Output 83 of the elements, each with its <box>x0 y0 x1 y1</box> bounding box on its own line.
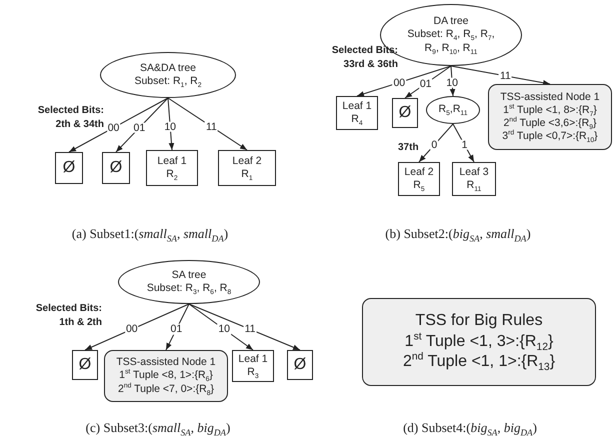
empty-set-box <box>392 98 418 128</box>
tss-node-box <box>488 84 612 150</box>
node-title: SA&DA tree <box>140 62 196 75</box>
node-title: TSS for Big Rules <box>415 310 543 331</box>
node-text: Subset: R$_{4}$, R$_{5}$, R$_{7}$, R$_{9}$, R$_{10}$, R$_{11}$ <box>406 28 496 55</box>
edge-label: 11 <box>204 121 218 132</box>
node-text: 1$^{st}$ Tuple <8, 1>:{R$_{6}$} <box>119 369 213 383</box>
node-text: Ø <box>398 103 412 123</box>
node-text: 2$^{nd}$ Tuple <3,6>:{R$_{9}$} <box>503 117 597 130</box>
node-text: Subset: R$_{1}$, R$_{2}$ <box>134 75 202 88</box>
arrow <box>188 304 300 350</box>
edge-label: 11 <box>244 324 256 335</box>
node-text: Ø <box>62 158 76 178</box>
edge-label: 01 <box>170 324 184 335</box>
arrow <box>68 98 168 152</box>
subfigure-caption: (d) Subset4:(big$_{SA}$, big$_{DA}$) <box>403 420 537 436</box>
node-title: TSS-assisted Node 1 <box>116 356 216 369</box>
subfigure-caption: (c) Subset3:(small$_{SA}$, big$_{DA}$) <box>86 420 230 436</box>
edge-label: 11 <box>498 70 512 82</box>
arrow <box>450 66 456 96</box>
node-title: Leaf 2 <box>404 166 434 179</box>
tss-node-box <box>104 350 228 402</box>
leaf-box <box>146 150 198 186</box>
node-text: 2$^{nd}$ Tuple <1, 1>:{R$_{13}$} <box>402 352 556 374</box>
edge-label: 00 <box>124 324 139 335</box>
node-text: Ø <box>294 355 306 375</box>
node-text: 2$^{nd}$ Tuple <7, 0>:{R$_{8}$} <box>118 382 214 396</box>
bit-selection-note: Selected Bits: 1th & 2th <box>34 302 102 329</box>
arrow <box>84 304 190 350</box>
edge-label: 10 <box>163 121 178 132</box>
node-text: Ø <box>78 355 92 375</box>
node-title: Leaf 1 <box>157 154 187 168</box>
empty-set-box <box>55 152 83 184</box>
node-title: TSS-assisted Node 1 <box>500 90 600 104</box>
arrow <box>356 66 452 97</box>
edge-label: 1 <box>460 140 468 150</box>
subfigure-caption: (b) Subset2:(big$_{SA}$, small$_{DA}$) <box>385 226 531 242</box>
node-text: R$_{5}$,R$_{11}$ <box>438 103 468 117</box>
node-text: 1$^{st}$ Tuple <1, 8>:{R$_{7}$} <box>503 104 597 117</box>
node-text: R$_{2}$ <box>166 168 178 182</box>
arrow <box>168 98 248 150</box>
tree-node-ellipse <box>426 96 480 124</box>
empty-set-box <box>72 350 98 380</box>
node-title: Leaf 1 <box>238 352 268 366</box>
edge-label: 10 <box>217 324 232 335</box>
leaf-box <box>336 96 378 130</box>
arrow <box>404 66 452 98</box>
bit-selection-note: 37th <box>398 141 419 154</box>
node-title: Leaf 3 <box>459 166 489 179</box>
node-title: SA tree <box>172 268 206 282</box>
node-title: Leaf 1 <box>342 100 372 113</box>
edge-label: 01 <box>132 122 146 133</box>
edge-label: 00 <box>106 122 120 133</box>
arrow <box>188 304 254 350</box>
arrow <box>418 124 454 162</box>
empty-set-box <box>102 152 130 184</box>
leaf-box <box>218 150 276 186</box>
arrow <box>166 304 190 350</box>
edge-label: 00 <box>392 77 406 88</box>
node-title: Leaf 2 <box>232 154 262 168</box>
node-text: Ø <box>110 158 122 178</box>
subfigure-caption: (a) Subset1:(small$_{SA}$, small$_{DA}$) <box>72 226 228 242</box>
bit-selection-note: Selected Bits: 2th & 34th <box>36 104 104 131</box>
node-text: Subset: R$_{3}$, R$_{6}$, R$_{8}$ <box>146 282 232 296</box>
leaf-box <box>232 350 274 382</box>
edge-label: 0 <box>430 140 438 150</box>
node-text: 1$^{st}$ Tuple <1, 3>:{R$_{12}$} <box>404 332 554 352</box>
node-text: R$_{1}$ <box>241 168 253 182</box>
arrow <box>116 98 168 152</box>
leaf-box <box>398 162 440 196</box>
node-text: R$_{5}$ <box>413 179 425 192</box>
edge-label: 10 <box>445 77 459 88</box>
arrow <box>450 66 550 86</box>
node-text: R$_{4}$ <box>351 113 363 126</box>
node-text: 3$^{rd}$ Tuple <0,7>:{R$_{10}$} <box>502 130 598 144</box>
node-text: R$_{11}$ <box>466 179 482 192</box>
empty-set-box <box>287 350 313 380</box>
tss-node-box <box>362 298 596 386</box>
node-title: DA tree <box>433 15 469 28</box>
node-text: R$_{3}$ <box>247 366 259 380</box>
leaf-box <box>452 162 496 196</box>
edge-label: 01 <box>418 78 433 89</box>
arrow <box>168 98 174 150</box>
